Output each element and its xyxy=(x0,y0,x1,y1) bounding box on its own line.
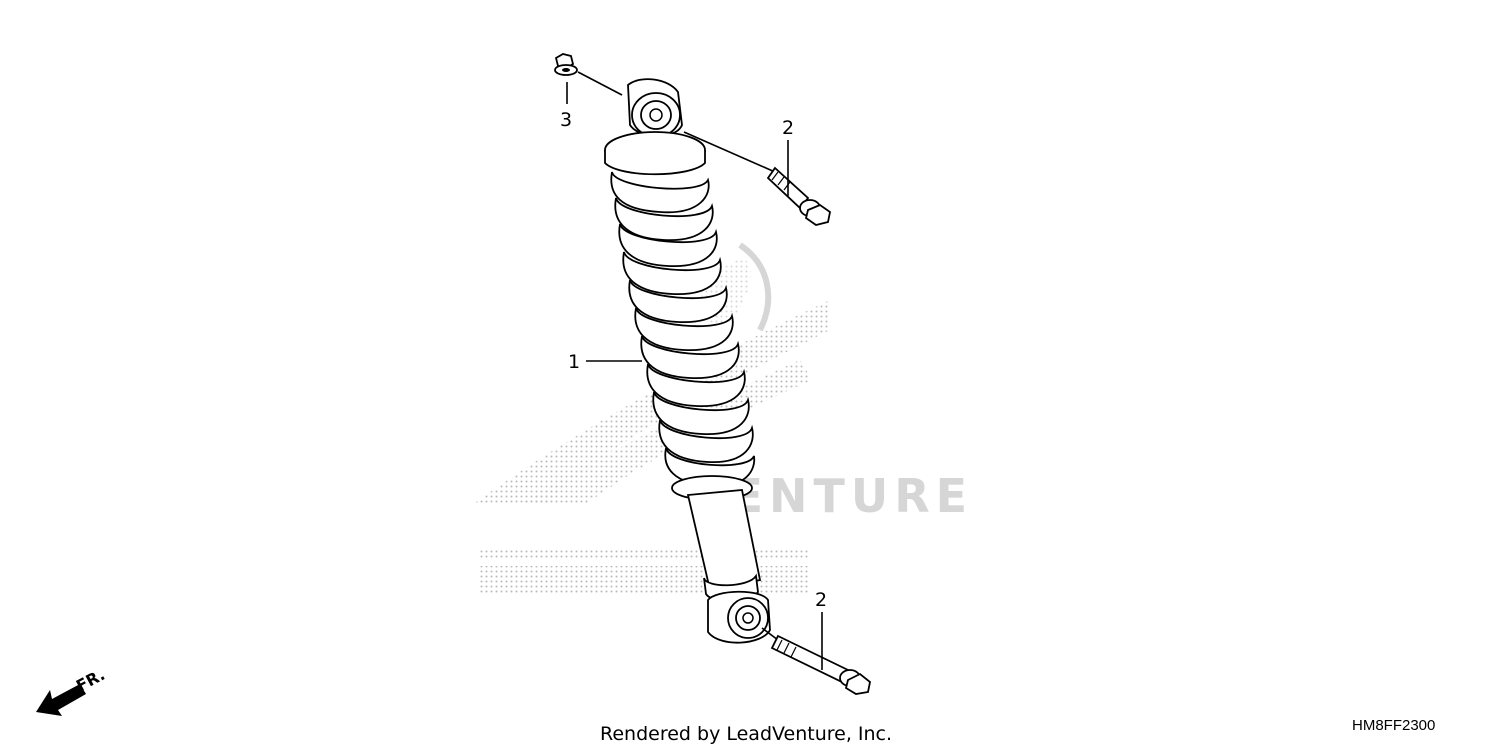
shock-spring-upper-seat xyxy=(604,131,706,176)
diagram-code: HM8FF2300 xyxy=(1352,717,1435,734)
flange-nut-part-3 xyxy=(554,53,578,76)
shock-lower-eye xyxy=(707,590,771,644)
footer-credit: Rendered by LeadVenture, Inc. xyxy=(600,723,892,745)
callout-3: 3 xyxy=(560,109,572,131)
shock-coil-spring xyxy=(610,171,756,501)
callout-1: 1 xyxy=(568,351,580,373)
callout-2-upper: 2 xyxy=(782,117,794,139)
callout-2-lower: 2 xyxy=(815,589,827,611)
flange-bolt-part-2-lower xyxy=(770,634,871,695)
flange-bolt-part-2-upper xyxy=(766,166,831,226)
shock-upper-eye xyxy=(627,78,683,138)
front-direction-arrow-icon: FR. xyxy=(36,665,108,716)
